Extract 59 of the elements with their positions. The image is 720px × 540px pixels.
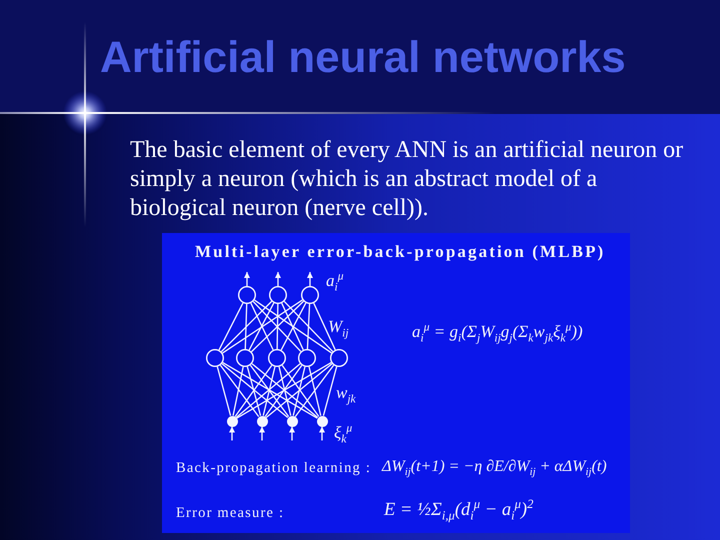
equation: a$_{i}$$^{μ}$ = g$_{i}$(Σ$_{j}$W$_{ij}$g$_{j}$(Σ$_{k}$w$_{jk}$ξ$_{k}$$^{μ}$)) [412, 321, 583, 343]
neuron-circle [268, 349, 286, 367]
connection-line [264, 364, 302, 417]
arrow [319, 426, 325, 440]
connection-line [284, 301, 334, 352]
neuron-circle [206, 349, 224, 367]
input-dot [286, 416, 298, 426]
connection-line [252, 363, 318, 418]
connection-line [278, 366, 292, 416]
equation: ΔW$_{ij}$(t+1) = −η ∂E/∂W$_{ij}$ + αΔW$_{ij}$(t) [382, 457, 607, 478]
figure-panel [162, 233, 630, 533]
connection-line [220, 300, 272, 352]
connection-line [292, 366, 306, 416]
neuron-circle [330, 349, 348, 367]
equation: E = ½Σ$_{i,μ}$(d$_{i}$$^{μ}$ − a$_{i}$$^{μ}$)$^{2}$ [384, 498, 534, 522]
connection-line [262, 366, 276, 416]
neuron-circle [301, 286, 319, 304]
connection-line [236, 363, 301, 418]
arrow [244, 272, 250, 286]
neuron-circle [269, 286, 287, 304]
connection-line [236, 362, 332, 419]
symbol-label: W$_{ij}$ [328, 317, 349, 337]
arrow [307, 272, 313, 286]
input-dot [316, 416, 328, 426]
row-label: Back-propagation learning : [176, 459, 372, 477]
connection-line [308, 366, 322, 416]
connection-line [216, 366, 232, 416]
connection-line [276, 304, 278, 350]
arrow [229, 426, 235, 440]
connection-line [222, 299, 303, 354]
connection-line [306, 304, 310, 350]
connection-line [246, 366, 262, 416]
arrow [289, 426, 295, 440]
connection-line [266, 363, 332, 418]
connection-line [322, 366, 338, 416]
arrow [259, 426, 265, 440]
connection-line [218, 302, 244, 350]
connection-line [244, 304, 248, 350]
connection-line [220, 364, 260, 417]
connection-line [232, 366, 244, 416]
connection-line [222, 363, 288, 418]
connection-line [250, 364, 290, 417]
input-dot [226, 416, 238, 426]
figure-heading: Multi-layer error-back-propagation (MLBP) [195, 242, 606, 262]
connection-line [222, 362, 318, 419]
connection-line [294, 364, 334, 417]
row-label: Error measure : [176, 504, 284, 522]
body-text: The basic element of every ANN is an artificial neuron or simply a neuron (which is an abstract model of a biological neuron (nerve cell)). [130, 136, 684, 223]
input-dot [256, 416, 268, 426]
neuron-circle [298, 349, 316, 367]
connection-line [282, 364, 320, 417]
symbol-label: w$_{jk}$ [336, 383, 356, 403]
neuron-circle [238, 286, 256, 304]
neuron-circle [236, 349, 254, 367]
connection-line [254, 300, 332, 354]
connection-line [313, 302, 336, 350]
slide-title: Artificial neural networks [100, 33, 626, 83]
arrow [275, 272, 281, 286]
connection-line [234, 364, 272, 417]
